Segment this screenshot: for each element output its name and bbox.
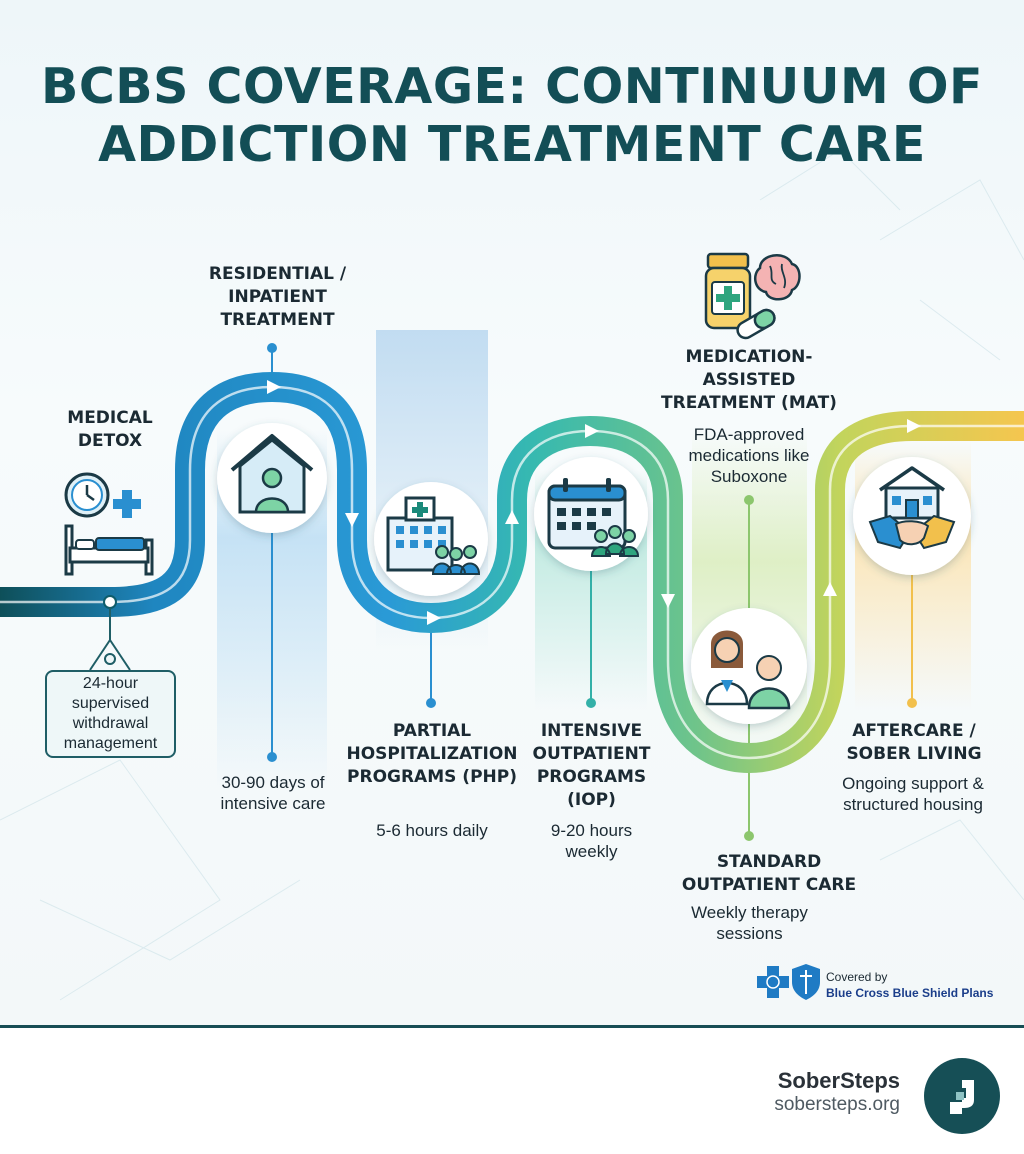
background-network	[0, 149, 1024, 1001]
path-arrows	[267, 380, 921, 625]
house-person-icon	[230, 434, 314, 514]
stage-label-mat: MEDICATION-ASSISTED TREATMENT (MAT)	[661, 347, 837, 413]
stage-label-standard-outpatient: STANDARD OUTPATIENT CARE	[681, 852, 857, 895]
brand-url[interactable]: sobersteps.org	[774, 1094, 900, 1115]
stage-description-box-medical-detox: 24-hour supervised withdrawal management	[45, 670, 176, 758]
coverage-line1: Covered by	[826, 970, 888, 984]
stage-label-php: PARTIAL HOSPITALIZATION PROGRAMS (PHP)	[346, 721, 518, 787]
infographic: BCBS COVERAGE: CONTINUUM OF ADDICTION TR…	[0, 0, 1024, 1025]
stage-label-residential: RESIDENTIAL / INPATIENT TREATMENT	[208, 264, 347, 330]
doctor-patient-icon	[705, 630, 791, 710]
blue-shield-icon	[792, 964, 820, 1000]
stage-description-php: 5-6 hours daily	[376, 821, 488, 840]
stage-description-mat: FDA-approved medications like Suboxone	[688, 425, 810, 486]
coverage-line2: Blue Cross Blue Shield Plans	[826, 986, 994, 1000]
stage-label-aftercare: AFTERCARE / SOBER LIVING	[846, 721, 982, 764]
page-title-text: BCBS COVERAGE: CONTINUUM OF ADDICTION TR…	[40, 58, 983, 173]
page-title: BCBS COVERAGE: CONTINUUM OF ADDICTION TR…	[0, 58, 1024, 174]
footer: SoberSteps sobersteps.org	[0, 1025, 1024, 1154]
stage-description-medical-detox: 24-hour supervised withdrawal management	[63, 675, 158, 752]
coverage-note: Covered by Blue Cross Blue Shield Plans	[757, 966, 1007, 1006]
stage-description-residential: 30-90 days of intensive care	[220, 773, 326, 813]
medication-brain-icon	[704, 252, 801, 340]
stage-description-aftercare: Ongoing support & structured housing	[842, 774, 984, 814]
stage-label-medical-detox: MEDICAL DETOX	[67, 408, 153, 451]
sobersteps-logo-icon[interactable]	[924, 1058, 1000, 1134]
continuum-diagram	[0, 149, 1024, 1001]
clock-bed-icon	[64, 472, 154, 576]
brand-name: SoberSteps	[777, 1068, 900, 1093]
detox-connector	[89, 608, 131, 671]
blue-cross-icon	[757, 966, 789, 998]
start-dot	[103, 595, 117, 609]
house-handshake-icon	[868, 466, 956, 550]
stage-description-iop: 9-20 hours weekly	[550, 821, 633, 861]
calendar-group-icon	[547, 478, 640, 557]
hospital-group-icon	[386, 496, 481, 575]
stage-description-standard-outpatient: Weekly therapy sessions	[691, 903, 808, 943]
stage-label-iop: INTENSIVE OUTPATIENT PROGRAMS (IOP)	[532, 721, 651, 810]
